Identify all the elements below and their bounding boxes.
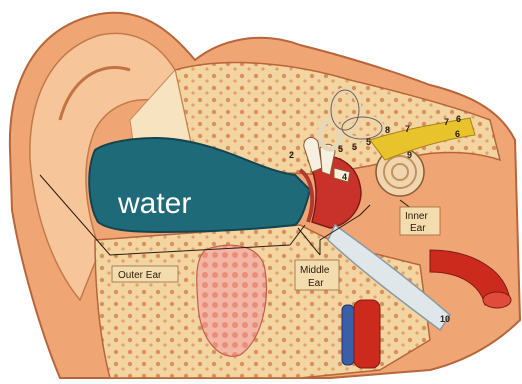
outer-ear-label: Outer Ear bbox=[118, 270, 162, 281]
number-6b: 6 bbox=[455, 129, 460, 139]
number-5a: 5 bbox=[338, 144, 343, 154]
water-label: water bbox=[117, 187, 191, 220]
number-2: 2 bbox=[289, 150, 294, 160]
inner-ear-label-line2: Ear bbox=[410, 223, 426, 234]
number-6a: 6 bbox=[456, 114, 461, 124]
jugular-vessels bbox=[342, 300, 380, 368]
number-7b: 7 bbox=[405, 124, 410, 134]
number-8: 8 bbox=[385, 125, 390, 135]
middle-ear-label-line1: Middle bbox=[300, 265, 330, 276]
number-4: 4 bbox=[342, 172, 347, 182]
number-5b: 5 bbox=[352, 142, 357, 152]
number-7a: 7 bbox=[444, 117, 449, 127]
number-5c: 5 bbox=[366, 137, 371, 147]
inner-ear-label-line1: Inner bbox=[405, 211, 428, 222]
number-10: 10 bbox=[440, 314, 450, 324]
middle-ear-label-line2: Ear bbox=[308, 278, 324, 289]
number-9: 9 bbox=[407, 150, 412, 160]
